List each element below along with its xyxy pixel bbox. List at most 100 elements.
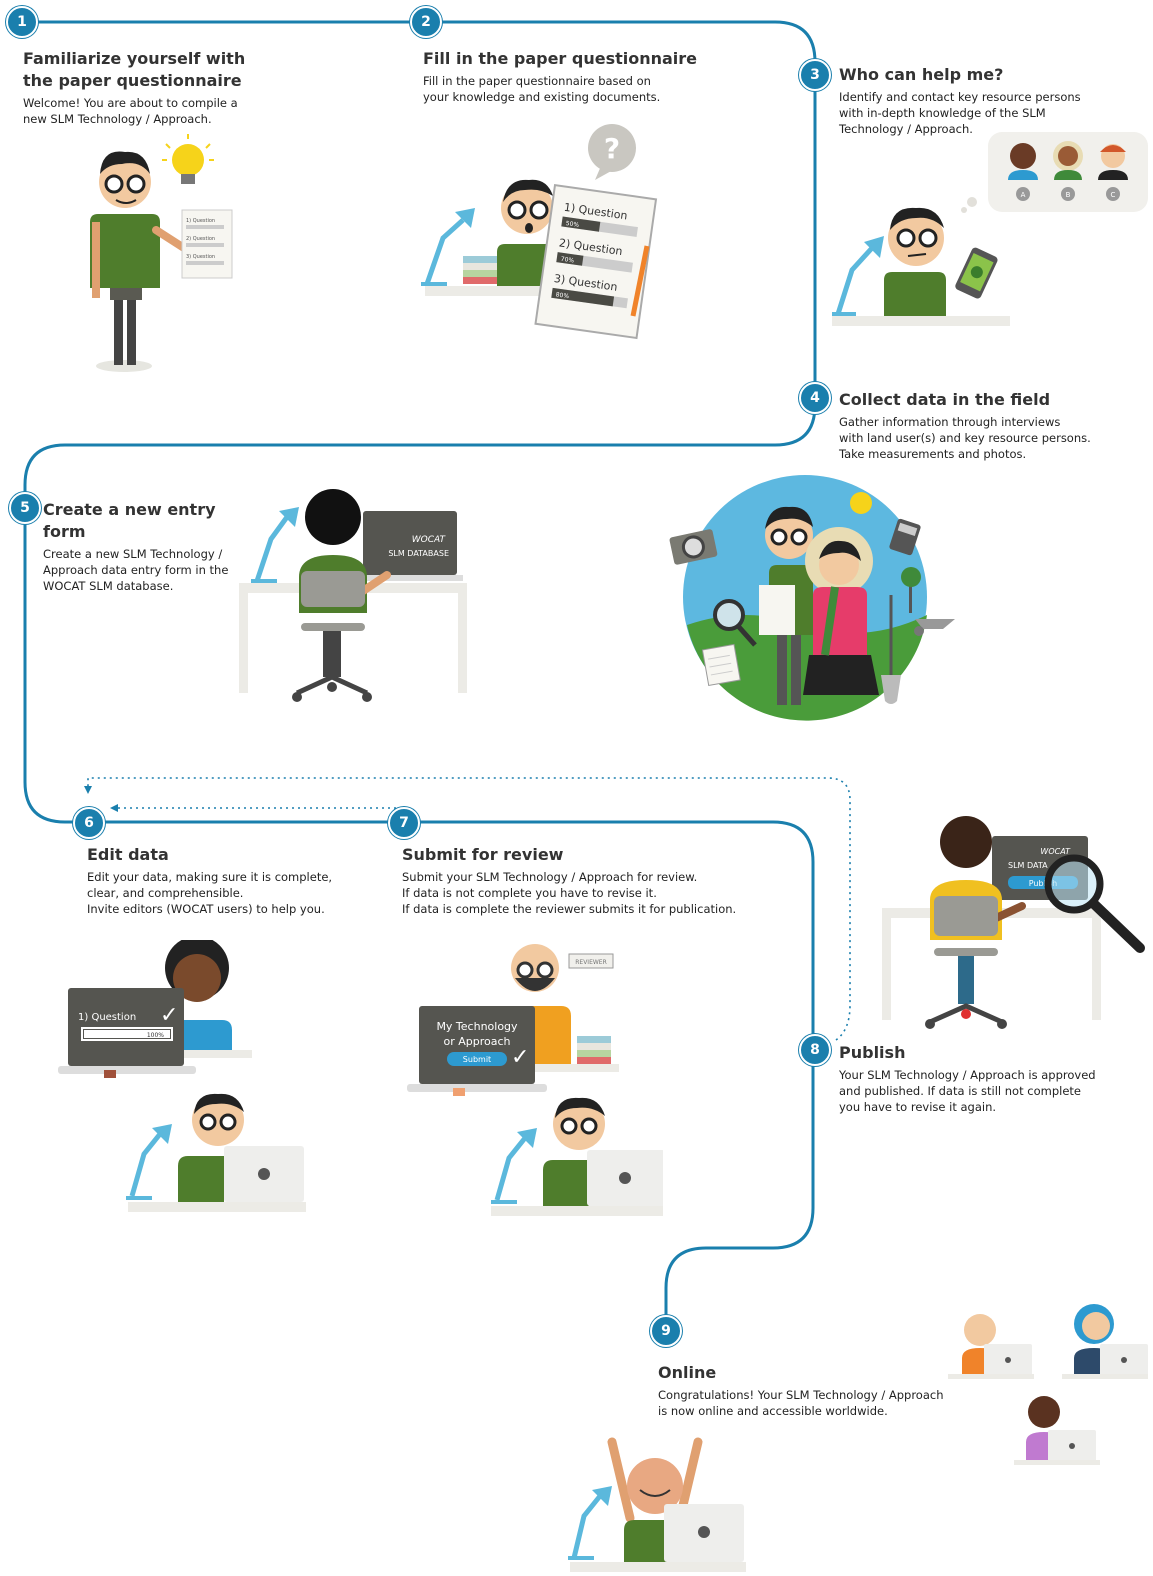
paper-item-1: 1) Question bbox=[186, 218, 215, 224]
shovel-icon bbox=[881, 595, 901, 704]
illustration-step-7: REVIEWER My Technology or Approach Submi… bbox=[407, 944, 663, 1216]
calculator-icon bbox=[889, 518, 921, 556]
step-5-line-2: Approach data entry form in the bbox=[43, 563, 229, 577]
step-1-badge: 1 bbox=[6, 6, 38, 38]
publish-brand: WOCAT bbox=[1040, 847, 1071, 856]
illustration-step-1: 1) Question 2) Question 3) Question bbox=[90, 134, 233, 372]
step-6-line-1: Edit your data, making sure it is comple… bbox=[87, 870, 333, 884]
step-2-badge: 2 bbox=[410, 6, 442, 38]
step-6-badge: 6 bbox=[73, 807, 105, 839]
step-3-badge: 3 bbox=[799, 59, 831, 91]
lightbulb-icon bbox=[162, 134, 214, 184]
step-7-line-1: Submit your SLM Technology / Approach fo… bbox=[402, 870, 698, 884]
illustration-step-8: WOCAT SLM DATA Publish bbox=[882, 816, 1145, 1029]
step-4-line-3: Take measurements and photos. bbox=[839, 447, 1027, 461]
illustration-step-4 bbox=[669, 475, 955, 721]
submit-check-icon: ✓ bbox=[511, 1045, 529, 1070]
step-6-title: Edit data bbox=[87, 845, 169, 864]
step-3-line-1: Identify and contact key resource person… bbox=[839, 90, 1081, 104]
books-icon bbox=[577, 1036, 611, 1064]
sheet-progress-2: 70% bbox=[560, 256, 574, 265]
step-2: Fill in the paper questionnaire Fill in … bbox=[423, 48, 723, 105]
step-1-line-1: Welcome! You are about to compile a bbox=[23, 96, 238, 110]
step-7-line-3: If data is complete the reviewer submits… bbox=[402, 902, 737, 916]
step-3: Who can help me? Identify and contact ke… bbox=[839, 64, 1119, 137]
step-4-badge: 4 bbox=[799, 382, 831, 414]
step-8-badge: 8 bbox=[799, 1034, 831, 1066]
paper-sheet: 1) Question 2) Question 3) Question bbox=[181, 209, 233, 279]
step-6: Edit data Edit your data, making sure it… bbox=[87, 844, 367, 917]
step-8-line-1: Your SLM Technology / Approach is approv… bbox=[839, 1068, 1096, 1082]
step-4-line-2: with land user(s) and key resource perso… bbox=[839, 431, 1091, 445]
illustration-step-3: A B C bbox=[832, 132, 1148, 326]
reviewer-sign-label: REVIEWER bbox=[575, 959, 607, 966]
contact-b-label: B bbox=[1066, 191, 1071, 199]
step-3-line-3: Technology / Approach. bbox=[839, 122, 973, 136]
user-b bbox=[1062, 1304, 1148, 1379]
step-6-line-3: Invite editors (WOCAT users) to help you… bbox=[87, 902, 325, 916]
step-4-title: Collect data in the field bbox=[839, 390, 1051, 409]
question-bubble-icon: ? bbox=[588, 124, 636, 180]
desk-lamp-icon bbox=[251, 507, 299, 583]
magnifier-icon bbox=[1044, 854, 1145, 953]
submit-screen-line-1: My Technology bbox=[436, 1020, 518, 1033]
step-7-line-2: If data is not complete you have to revi… bbox=[402, 886, 657, 900]
step-6-line-2: clear, and comprehensible. bbox=[87, 886, 244, 900]
step-2-line-1: Fill in the paper questionnaire based on bbox=[423, 74, 651, 88]
step-4: Collect data in the field Gather informa… bbox=[839, 389, 1129, 462]
step-5-line-3: WOCAT SLM database. bbox=[43, 579, 174, 593]
paper-item-2: 2) Question bbox=[186, 236, 215, 242]
submit-screen-line-2: or Approach bbox=[443, 1035, 510, 1048]
desk-lamp-icon bbox=[126, 1124, 172, 1200]
illustration-step-6: 1) Question ✓ 100% bbox=[58, 940, 306, 1212]
contact-b: B bbox=[1053, 141, 1083, 201]
step-1: Familiarize yourself with the paper ques… bbox=[23, 48, 263, 127]
desk-lamp-icon bbox=[421, 208, 475, 286]
user-c bbox=[1014, 1396, 1100, 1465]
laptop-icon: WOCAT SLM DATABASE bbox=[355, 511, 463, 581]
desk-lamp-icon bbox=[568, 1486, 612, 1560]
revision-arrowhead-b bbox=[110, 804, 118, 812]
laptop-screen-label: SLM DATABASE bbox=[388, 549, 449, 558]
land-user bbox=[803, 527, 879, 695]
contact-c-label: C bbox=[1111, 191, 1116, 199]
tree-icon bbox=[901, 567, 921, 613]
contact-a-label: A bbox=[1021, 191, 1026, 199]
illustration-step-2: ? 1) Question 50% 2) Question 70% 3) Que… bbox=[421, 124, 658, 340]
illustration-step-5: WOCAT SLM DATABASE bbox=[239, 489, 467, 702]
step-8-title: Publish bbox=[839, 1043, 906, 1062]
paper-item-3: 3) Question bbox=[186, 254, 215, 260]
laptop-edit-icon: 1) Question ✓ 100% bbox=[58, 988, 196, 1078]
sheet-progress-1: 50% bbox=[565, 220, 579, 229]
contact-a: A bbox=[1008, 143, 1038, 201]
celebrating-person bbox=[568, 1437, 746, 1572]
phone-icon bbox=[955, 247, 998, 299]
magnifier-icon bbox=[713, 599, 757, 647]
step-9-badge: 9 bbox=[650, 1315, 682, 1347]
step-4-line-1: Gather information through interviews bbox=[839, 415, 1061, 429]
step-5-line-1: Create a new SLM Technology / bbox=[43, 547, 223, 561]
step-9-title: Online bbox=[658, 1363, 717, 1382]
pencil-icon bbox=[630, 245, 650, 317]
step-5-title: Create a new entry form bbox=[43, 500, 216, 541]
desk-lamp-icon bbox=[491, 1128, 537, 1204]
step-5: Create a new entry form Create a new SLM… bbox=[43, 499, 243, 594]
reviewer-sign: REVIEWER bbox=[568, 953, 614, 969]
sheet-progress-3: 80% bbox=[555, 291, 569, 300]
step-8-line-3: you have to revise it again. bbox=[839, 1100, 997, 1114]
step-5-badge: 5 bbox=[9, 492, 41, 524]
step-9: Online Congratulations! Your SLM Technol… bbox=[658, 1362, 958, 1419]
notepad-icon bbox=[701, 643, 741, 687]
publish-screen-label: SLM DATA bbox=[1008, 861, 1048, 870]
step-2-title: Fill in the paper questionnaire bbox=[423, 49, 698, 68]
step-2-line-2: your knowledge and existing documents. bbox=[423, 90, 661, 104]
step-1-title: Familiarize yourself with the paper ques… bbox=[23, 49, 246, 90]
question-mark: ? bbox=[604, 132, 620, 165]
step-8: Publish Your SLM Technology / Approach i… bbox=[839, 1042, 1129, 1115]
contact-c: C bbox=[1098, 144, 1128, 201]
laptop-brand: WOCAT bbox=[412, 535, 447, 545]
step-9-line-1: Congratulations! Your SLM Technology / A… bbox=[658, 1388, 944, 1402]
step-3-title: Who can help me? bbox=[839, 65, 1004, 84]
field-researcher bbox=[759, 506, 813, 705]
edit-progress-label: 100% bbox=[147, 1032, 164, 1039]
